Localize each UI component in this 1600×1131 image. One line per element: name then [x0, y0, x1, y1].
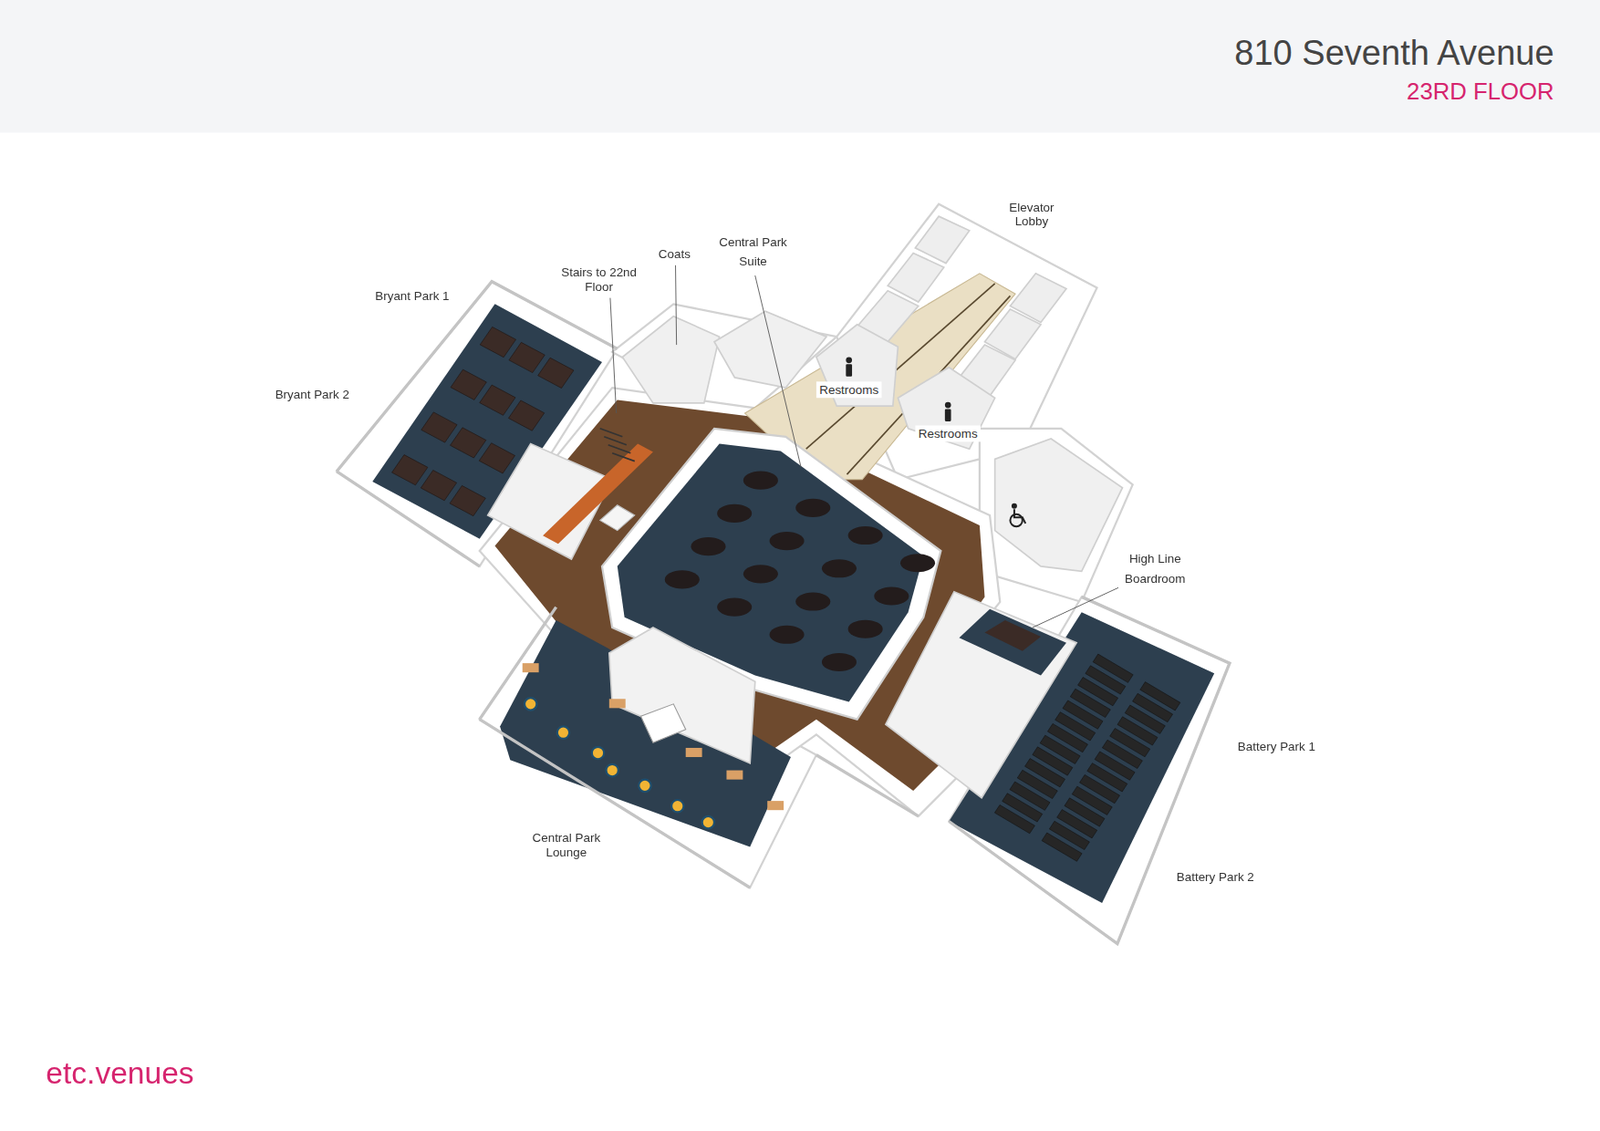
corridor-line: [806, 283, 996, 449]
lounge-chair: [702, 816, 715, 829]
table: [479, 384, 516, 416]
round-table: [848, 620, 884, 639]
round-table: [795, 498, 831, 518]
chair-row: [1140, 682, 1181, 711]
room-label: Bryant Park 2: [275, 387, 350, 403]
round-table: [795, 592, 831, 611]
table: [450, 369, 487, 400]
room-box: Restrooms: [914, 425, 981, 442]
round-table: [743, 471, 779, 490]
round-table: [821, 653, 857, 672]
floor-subtitle: 23RD FLOOR: [1406, 78, 1555, 106]
room-box: Restrooms: [816, 381, 883, 398]
table: [538, 357, 574, 388]
boardroom-table: [984, 620, 1041, 652]
lounge-table: [522, 663, 540, 673]
room-name: Restrooms: [819, 382, 879, 397]
furniture: [392, 326, 1181, 862]
room-label: Central Park Lounge: [525, 831, 607, 860]
brand-logo: etc.venues: [45, 1056, 194, 1091]
round-table: [848, 526, 884, 545]
round-table: [743, 564, 779, 583]
lounge-carpet: [499, 620, 791, 847]
lounge-table: [726, 770, 743, 780]
table: [449, 485, 486, 516]
room-label: Stairs to 22nd Floor: [561, 265, 638, 294]
table: [600, 505, 635, 531]
lounge-chair: [557, 726, 570, 738]
round-table: [690, 537, 726, 556]
lounge-chair: [638, 779, 651, 792]
room-label: Battery Park 2: [1176, 870, 1255, 885]
table: [450, 427, 487, 458]
room-label: Coats: [658, 247, 691, 262]
room-label: High Line Boardroom: [1114, 550, 1196, 590]
table: [392, 455, 428, 486]
room-name: Restrooms: [918, 426, 978, 442]
table: [508, 400, 544, 431]
header-band: [0, 0, 1600, 133]
table: [421, 412, 458, 443]
round-table: [716, 598, 752, 617]
elevator-cells: [816, 216, 1067, 449]
table: [420, 470, 457, 501]
lounge-chair: [524, 697, 537, 710]
room-label: Central Park Suite: [712, 232, 794, 272]
title: 810 Seventh Avenue: [1234, 32, 1554, 73]
leader-lines: [610, 265, 1119, 628]
round-table: [664, 570, 700, 589]
lounge-room: [609, 627, 756, 764]
table: [509, 342, 545, 373]
stairs: [600, 428, 635, 462]
lounge-chair: [671, 800, 684, 812]
round-table: [769, 625, 805, 645]
lounge-table: [767, 800, 784, 811]
lounge-chair: [605, 764, 618, 777]
lounge-table: [609, 698, 626, 708]
round-table: [769, 531, 805, 551]
table: [479, 326, 516, 357]
chair-row: [1092, 654, 1133, 683]
round-table: [716, 504, 752, 523]
round-table: [873, 586, 909, 605]
room-label: Elevator Lobby: [996, 199, 1068, 229]
lounge-chair: [592, 747, 604, 759]
room-label: Battery Park 1: [1237, 739, 1316, 755]
wheelchair-icon: [1009, 504, 1026, 527]
lounge-table: [685, 748, 703, 758]
round-table: [900, 553, 936, 572]
building-footprint: [336, 204, 1230, 945]
boardroom-block: [885, 592, 1077, 799]
round-table: [821, 559, 857, 578]
room-label: Bryant Park 1: [374, 289, 449, 304]
table: [478, 443, 515, 474]
window-walls: [336, 281, 1230, 945]
counter: [640, 704, 686, 744]
